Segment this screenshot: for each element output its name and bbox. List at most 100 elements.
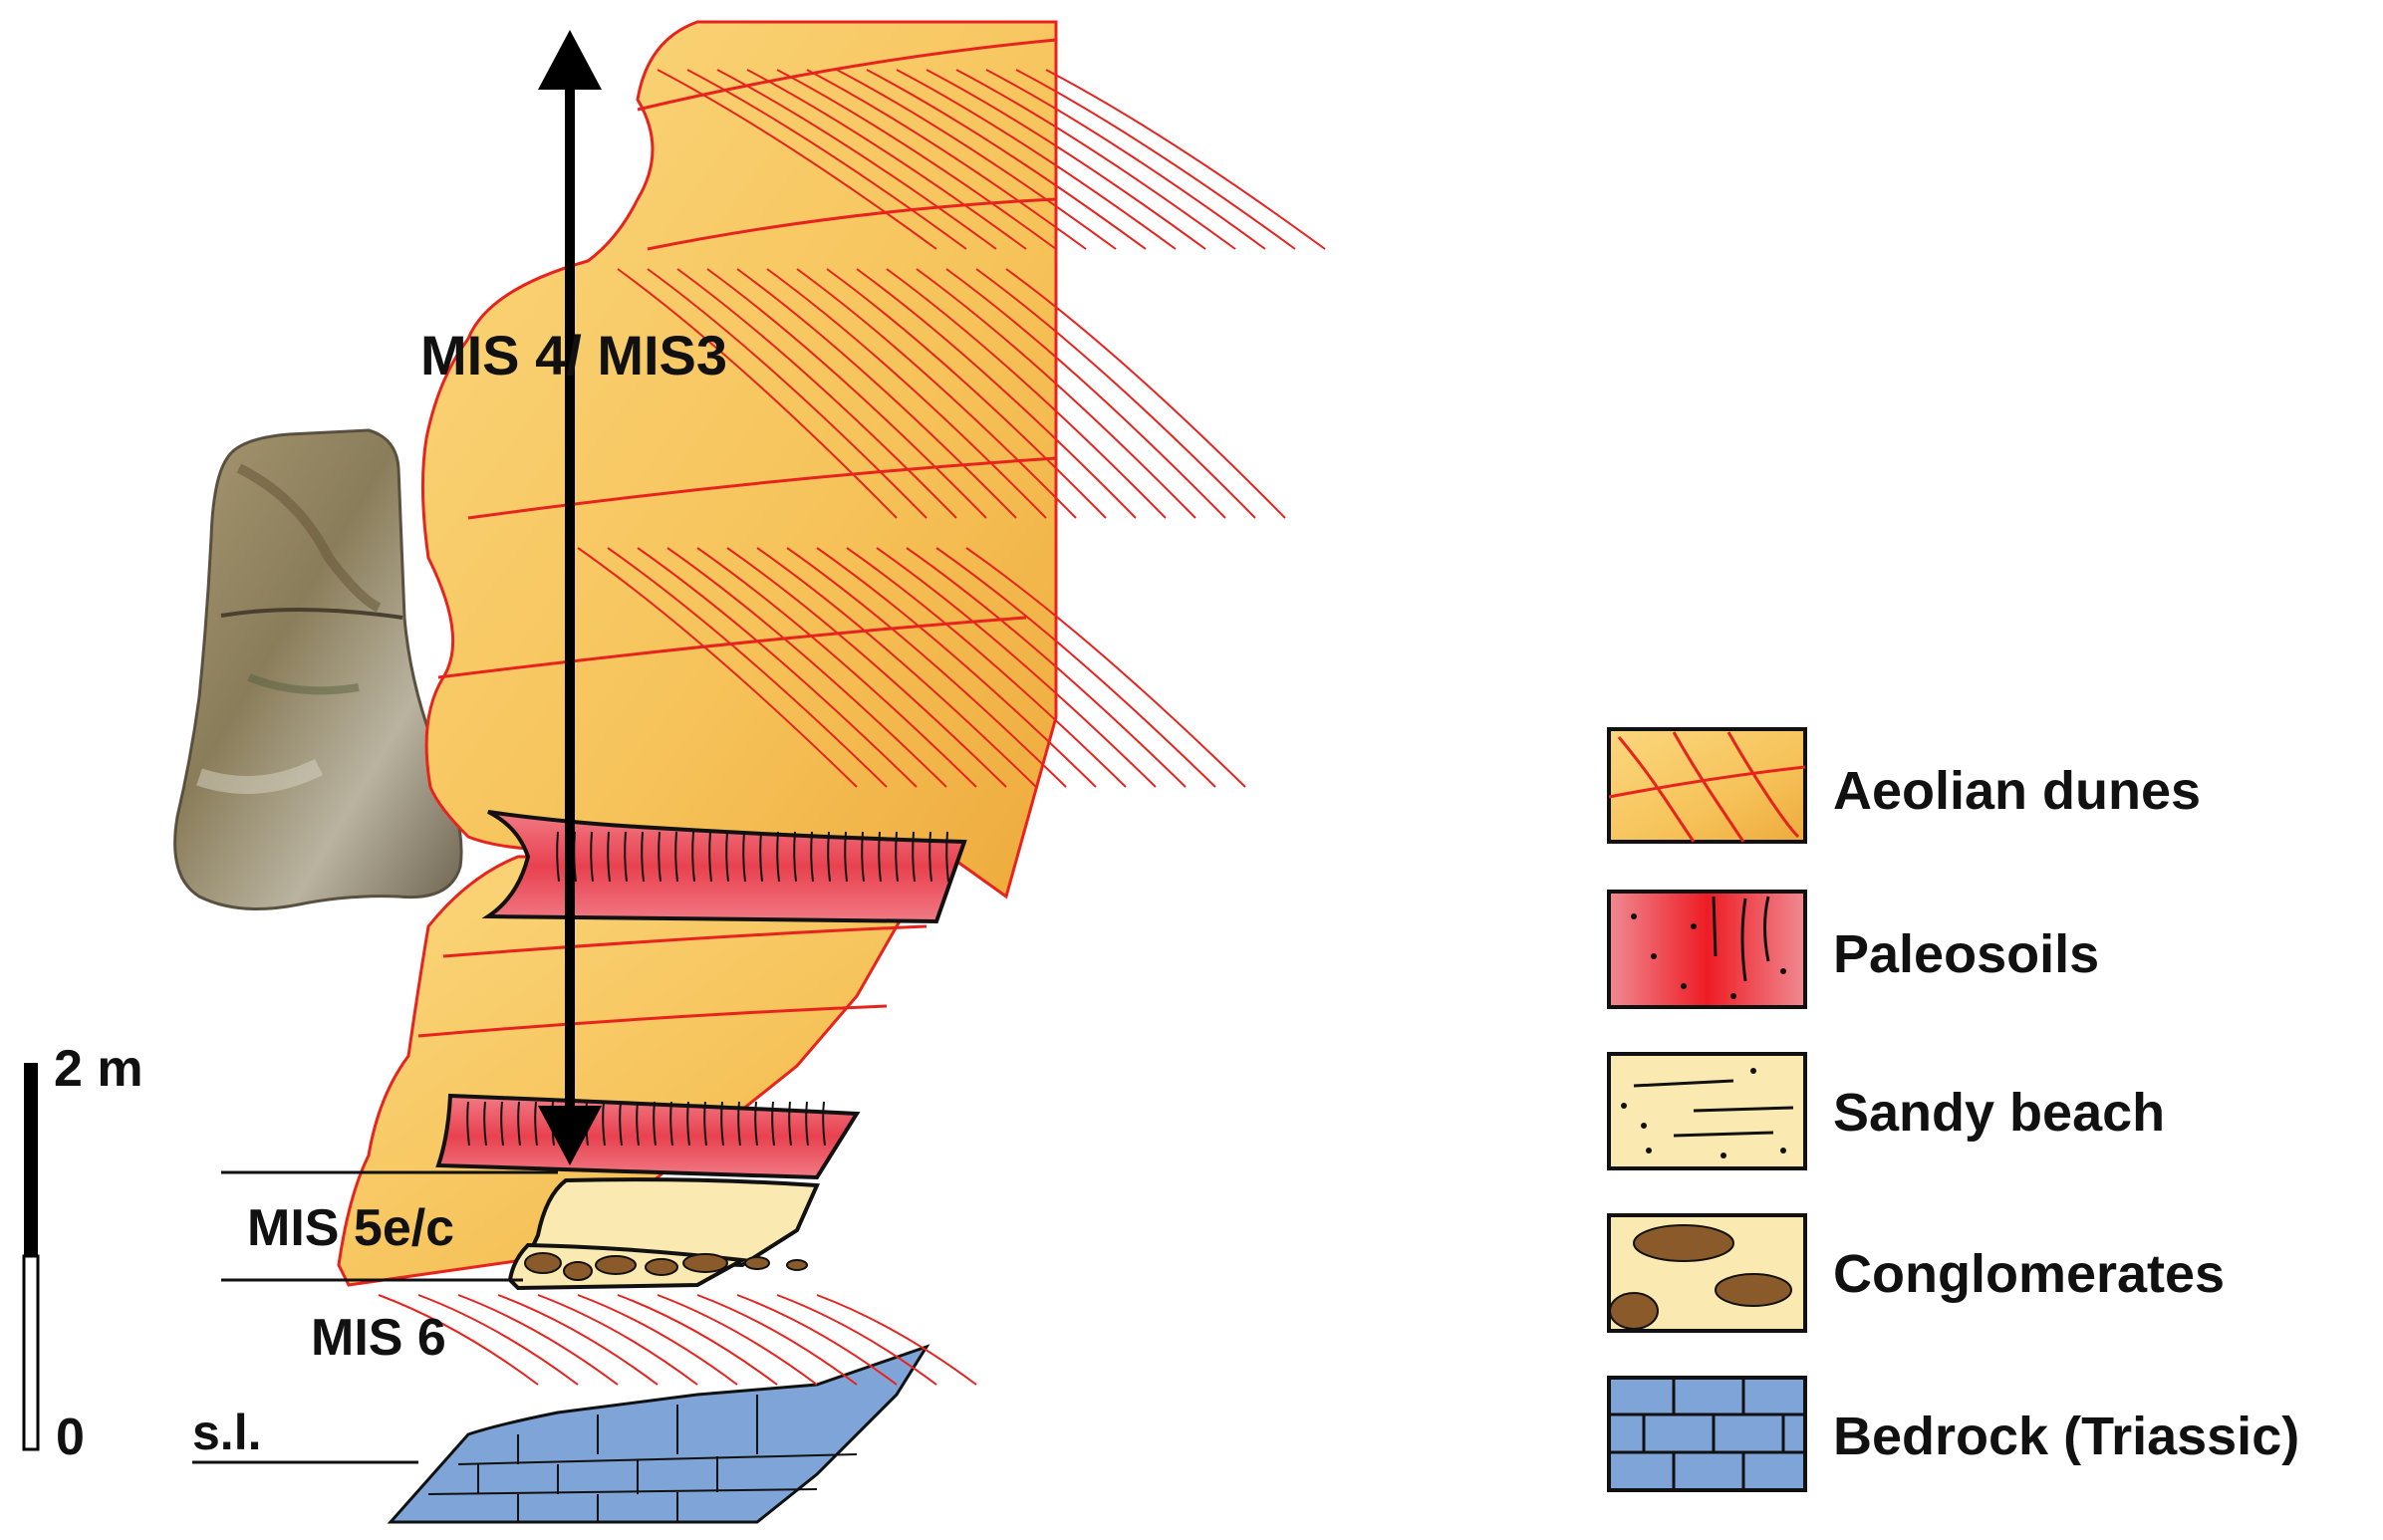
mis-range-arrow [538,30,602,1165]
root-mark [895,831,899,883]
fossil-specimen-image [173,428,463,910]
cross-bedding-line [746,69,1027,250]
cross-bedding-line [607,547,888,788]
sea-level-label: s.l. [192,1405,261,1460]
root-mark [674,831,678,883]
root-mark [912,831,916,883]
legend-label-aeolian: Aeolian dunes [1833,761,2201,821]
legend-item-aeolian: Aeolian dunes [1607,727,2201,844]
root-mark [466,1101,470,1147]
legend: Aeolian dunes Paleosoils [1607,727,2299,1492]
cross-bedding-line [666,547,947,788]
root-mark [878,831,882,883]
root-mark [754,1101,758,1147]
root-mark [636,1101,640,1147]
cross-bedding-line [806,69,1087,250]
root-mark [641,831,645,883]
root-mark [771,1101,775,1147]
cross-bedding-line [647,268,927,519]
cross-bedding-line [696,547,977,788]
cross-bedding-line [985,69,1266,250]
cross-bedding-line [816,547,1097,788]
cross-bedding-line [926,69,1206,250]
legend-label-beach: Sandy beach [1833,1083,2165,1143]
root-mark [590,831,594,883]
root-mark [725,831,729,883]
cross-bedding-line [886,268,1167,519]
boundary-lines [192,1170,558,1464]
cross-bedding-line [676,268,957,519]
cross-bedding-line [955,69,1236,250]
cross-bedding-line [726,547,1007,788]
cross-bedding-line [497,1294,659,1386]
cross-bedding-line [945,268,1226,519]
cross-bedding-line [1005,268,1286,519]
legend-item-conglomerate: Conglomerates [1607,1213,2225,1333]
scale-bar [22,1063,40,1451]
bounding-surface [417,1004,888,1038]
cross-bedding-line [846,547,1127,788]
cross-bedding-line [796,268,1077,519]
cross-bedding-line [876,547,1157,788]
cross-bedding-line [657,1294,818,1386]
root-mark [556,831,560,883]
cross-bedding-line [686,69,967,250]
scale-top-label: 2 m [54,1040,143,1098]
root-mark [483,1101,487,1147]
root-mark [827,831,831,883]
cross-bedding-line [1045,69,1326,250]
cross-bedding-line [696,1294,858,1386]
root-mark [776,831,780,883]
root-mark [793,831,797,883]
scale-bottom-label: 0 [56,1409,85,1466]
root-mark [810,831,814,883]
root-mark [653,1101,657,1147]
legend-item-beach: Sandy beach [1607,1052,2165,1170]
stratigraphic-column [337,20,1326,1524]
cross-bedding-line [1015,69,1296,250]
cross-bedding-line [826,268,1107,519]
cross-bedding-line [577,1294,738,1386]
cross-bedding-line [457,1294,619,1386]
legend-item-paleosoil: Paleosoils [1607,890,2099,1009]
root-mark [720,1101,724,1147]
root-mark [844,831,848,883]
cross-bedding-line [716,69,997,250]
root-mark [742,831,746,883]
cross-bedding-line [916,268,1196,519]
aeolian-unit-upper [420,20,1058,899]
legend-label-conglomerate: Conglomerates [1833,1244,2225,1304]
bounding-surface [637,38,1057,112]
paleosoil-lower [435,1093,861,1180]
root-mark [737,1101,741,1147]
cross-bedding-line [965,547,1246,788]
root-mark [928,831,932,883]
cross-bedding-line [786,547,1067,788]
bounding-surface [437,616,1027,679]
mis4-mis3-label: MIS 4/ MIS3 [420,324,727,386]
cross-bedding-line [975,268,1256,519]
root-mark [686,1101,690,1147]
mis6-label: MIS 6 [311,1309,446,1367]
root-mark [703,1101,707,1147]
cross-bedding-line [736,268,1017,519]
cross-bedding-line [657,69,937,250]
cross-bedding-line [935,547,1216,788]
cross-bedding-line [906,547,1187,788]
root-mark [708,831,712,883]
cross-bedding-line [617,1294,778,1386]
bounding-surface [647,197,1057,251]
root-mark [669,1101,673,1147]
root-mark [658,831,662,883]
legend-label-paleosoil: Paleosoils [1833,924,2099,984]
bedrock-layer [387,1344,930,1524]
cross-bedding-line [866,69,1147,250]
cross-bedding-line [617,268,898,519]
root-mark [805,1101,809,1147]
bedrock-bricks [427,1395,858,1522]
cross-bedding-line [776,1294,937,1386]
cross-bedding-line [378,1294,539,1386]
cross-bedding-line [756,547,1037,788]
legend-label-bedrock: Bedrock (Triassic) [1833,1407,2299,1466]
